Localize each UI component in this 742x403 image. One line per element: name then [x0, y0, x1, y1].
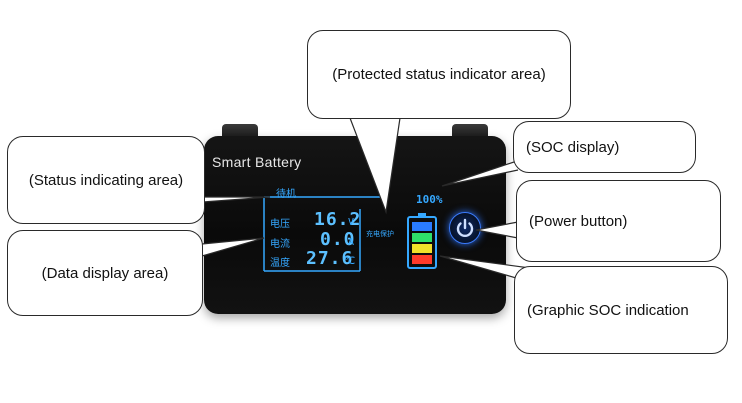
battery-bar-2: [412, 233, 432, 242]
callout-status-indicating: (Status indicating area): [7, 136, 205, 224]
callout-data-display: (Data display area): [7, 230, 203, 316]
power-icon: [456, 218, 474, 238]
temperature-label: 温度: [270, 258, 290, 269]
power-button[interactable]: [449, 212, 481, 244]
battery-bar-3: [412, 244, 432, 253]
lcd-screen: 待机 充电保护 100% 电压 16.2 V 电流 0.0 A 温度 27.6 …: [262, 185, 452, 273]
protect-indicator-text: 充电保护: [366, 230, 394, 238]
voltage-value: 16.2: [314, 209, 362, 230]
current-value: 0.0: [320, 229, 356, 250]
callout-soc-display: (SOC display): [513, 121, 696, 173]
device-brand-label: Smart Battery: [212, 154, 302, 170]
current-unit: A: [348, 237, 355, 248]
current-label: 电流: [270, 239, 290, 250]
callout-power-button: (Power button): [516, 180, 721, 262]
callout-protected-status: (Protected status indicator area): [307, 30, 571, 119]
soc-percent-readout: 100%: [416, 193, 443, 206]
voltage-label: 电压: [270, 219, 290, 230]
lcd-frame-lines: [263, 196, 382, 272]
temperature-value: 27.6: [306, 248, 354, 269]
battery-bar-1: [412, 222, 432, 231]
battery-bar-4: [412, 255, 432, 264]
battery-graphic-icon: [407, 213, 437, 269]
status-indicator-text: 待机: [276, 189, 296, 200]
callout-graphic-soc: (Graphic SOC indication: [514, 266, 728, 354]
voltage-unit: V: [348, 217, 355, 228]
temperature-unit: ℃: [344, 256, 356, 267]
